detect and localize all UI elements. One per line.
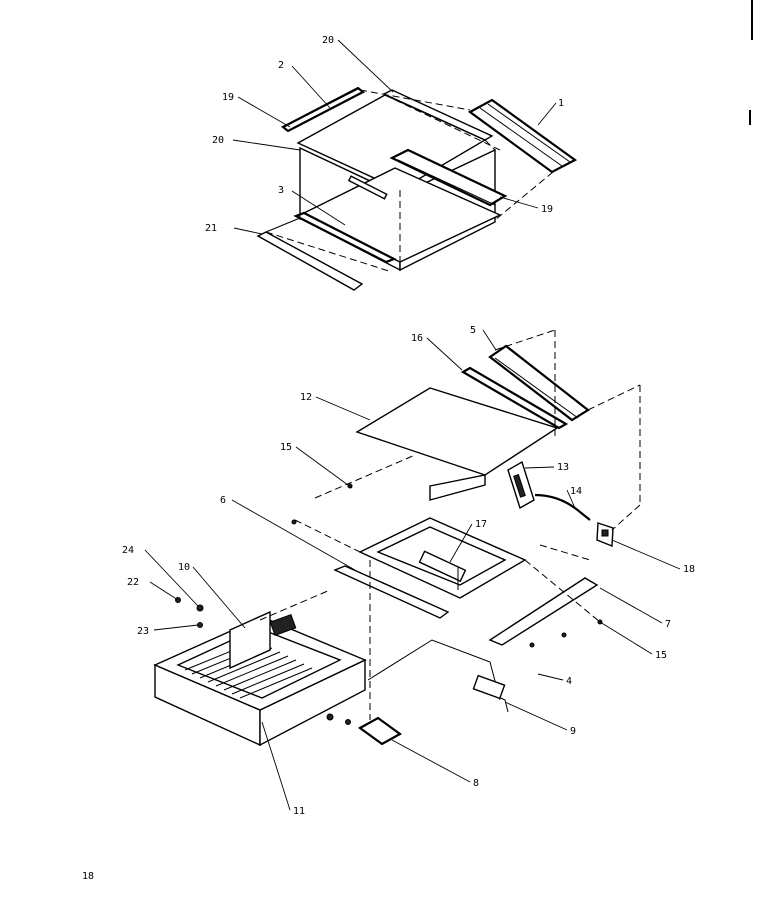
front-trim-strip: [293, 211, 397, 264]
rod-16: [460, 366, 569, 430]
washer-24: [196, 604, 204, 612]
damper: [418, 550, 467, 583]
callout-15-bottom: 15: [655, 650, 667, 661]
screw: [345, 719, 351, 725]
callout-5: 5: [470, 325, 476, 336]
inner-rail: [389, 148, 508, 207]
screw-23: [197, 622, 203, 628]
screw: [326, 713, 334, 721]
screw: [291, 519, 297, 525]
callout-19-right: 19: [541, 204, 553, 215]
shelf-side-frame: [429, 474, 486, 501]
divider-tab: [269, 614, 297, 636]
knob-8: [357, 716, 403, 746]
page-number: 18: [82, 871, 94, 882]
bottom-frame: [256, 231, 364, 291]
callout-3: 3: [278, 185, 284, 196]
callout-2: 2: [278, 60, 284, 71]
support-rod-9: [367, 639, 509, 713]
callout-19-top: 19: [222, 92, 234, 103]
callout-8: 8: [473, 778, 479, 789]
callout-12: 12: [300, 392, 312, 403]
rear-trim-strip: [382, 89, 494, 141]
callout-13: 13: [557, 462, 569, 473]
callout-11: 11: [293, 806, 305, 817]
callout-leaders: [144, 39, 681, 811]
drawer-rail-7: [488, 577, 599, 646]
callout-22: 22: [127, 577, 139, 588]
callout-20-mid: 20: [212, 135, 224, 146]
side-rail-left-top: [280, 86, 366, 133]
callout-14: 14: [570, 486, 582, 497]
drawer-frame-inner: [376, 526, 507, 586]
upper-shelf-assembly: [256, 86, 578, 291]
callout-15-top: 15: [280, 442, 292, 453]
callout-16: 16: [411, 333, 423, 344]
callout-6: 6: [220, 495, 226, 506]
callout-4: 4: [566, 676, 572, 687]
callout-9: 9: [570, 726, 576, 737]
callout-17: 17: [475, 519, 487, 530]
rod-bracket: [472, 674, 506, 700]
callout-10: 10: [178, 562, 190, 573]
side-rail-right: [467, 98, 578, 174]
drawer-divider-10: [229, 610, 271, 670]
callout-21: 21: [205, 223, 217, 234]
control-cable-14: [534, 493, 591, 521]
callout-1: 1: [558, 98, 564, 109]
screw: [561, 632, 567, 638]
callout-20-top: 20: [322, 35, 334, 46]
callout-23: 23: [137, 626, 149, 637]
callout-24: 24: [122, 545, 134, 556]
hinge-slot: [513, 473, 526, 498]
screw: [529, 642, 535, 648]
callout-7: 7: [665, 619, 671, 630]
drawer-rail-6: [333, 565, 450, 619]
lower-drawer-assembly: [153, 329, 641, 747]
front-slot: [347, 175, 388, 200]
callout-labels: 1 2 3 4 5 6 7 8 9 10 11 12 13 14 15 15 1…: [122, 35, 695, 817]
callout-18: 18: [683, 564, 695, 575]
